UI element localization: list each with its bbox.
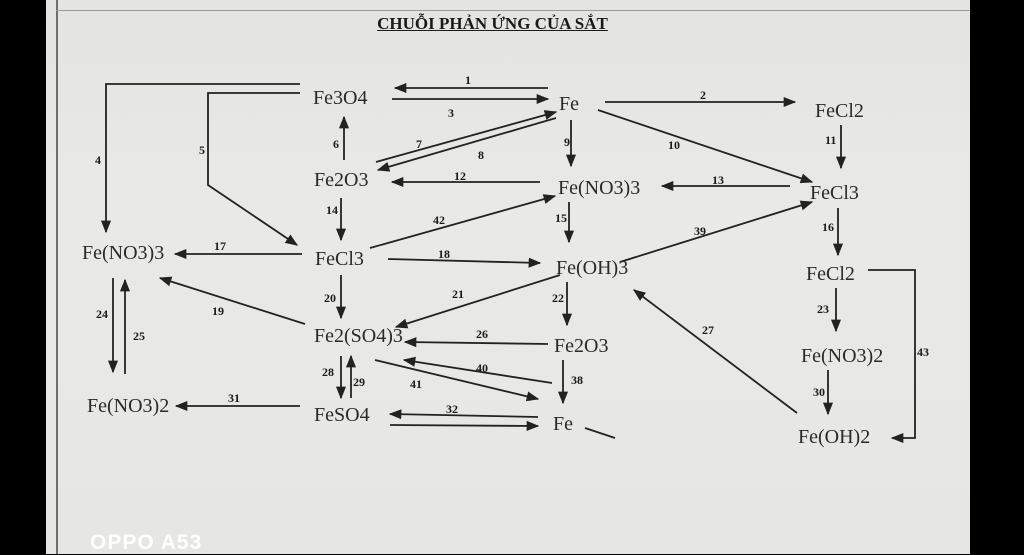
arrow-label: 17 (214, 239, 226, 253)
arrow-label: 38 (571, 373, 583, 387)
node-feso4: FeSO4 (314, 404, 370, 426)
arrow-label: 22 (552, 291, 564, 305)
arrow-label: 3 (448, 106, 454, 120)
diagram-title: CHUỖI PHẢN ỨNG CỦA SẮT (377, 14, 608, 33)
arrow-label: 6 (333, 137, 339, 151)
arrow-8 (376, 117, 557, 172)
arrow-label: 10 (668, 138, 680, 152)
arrow-label: 15 (555, 211, 567, 225)
node-fecl2-top: FeCl2 (815, 100, 864, 122)
arrow-label: 13 (712, 173, 724, 187)
arrow-label: 27 (702, 323, 714, 337)
arrow-26 (403, 337, 549, 348)
arrow-label: 7 (416, 137, 422, 151)
node-fe-bottom: Fe (553, 413, 573, 435)
arrow-label: 18 (438, 247, 450, 261)
arrow-40 (402, 356, 553, 384)
arrow-32-reverse (389, 420, 540, 431)
arrow-label: 11 (825, 133, 836, 147)
arrow-label: 29 (353, 375, 365, 389)
arrow-label: 41 (410, 377, 422, 391)
arrow-label: 39 (694, 224, 706, 238)
arrow-label: 32 (446, 402, 458, 416)
node-fecl3-right: FeCl3 (810, 182, 859, 204)
arrow-21 (394, 274, 561, 329)
node-fe3o4: Fe3O4 (313, 87, 367, 109)
arrow-label: 25 (133, 329, 145, 343)
arrow-label: 9 (564, 135, 570, 149)
species-nodes: Fe3O4 Fe FeCl2 Fe2O3 Fe(NO3)3 FeCl3 Fe(N… (82, 87, 883, 448)
node-fe2so43: Fe2(SO4)3 (314, 325, 403, 347)
node-fe: Fe (559, 93, 579, 115)
arrow-label: 12 (454, 169, 466, 183)
arrow-label: 31 (228, 391, 240, 405)
arrow-label: 40 (476, 361, 488, 375)
arrow-label: 23 (817, 302, 829, 316)
arrow-label: 19 (212, 304, 224, 318)
node-feno33-left: Fe(NO3)3 (82, 242, 164, 264)
node-feoh2: Fe(OH)2 (798, 426, 870, 448)
arrow-label: 24 (96, 307, 108, 321)
arrow-label: 30 (813, 385, 825, 399)
monitor-screen (46, 0, 970, 554)
camera-watermark: OPPO A53 (90, 531, 203, 554)
arrow-label: 16 (822, 220, 834, 234)
arrow-label: 4 (95, 153, 101, 167)
frame-border-top (56, 10, 970, 11)
node-fecl2-right: FeCl2 (806, 263, 855, 285)
arrow-label: 26 (476, 327, 488, 341)
arrow-43 (868, 269, 916, 444)
arrow-39 (619, 200, 814, 263)
arrow-label: 8 (478, 148, 484, 162)
arrow-5 (207, 92, 300, 246)
node-fe2o3-b: Fe2O3 (554, 335, 608, 357)
arrow-41 (374, 359, 540, 402)
arrow-18 (387, 257, 542, 268)
arrow-label: 21 (452, 287, 464, 301)
arrow-label: 28 (322, 365, 334, 379)
arrow-label: 5 (199, 143, 205, 157)
node-fecl3-mid: FeCl3 (315, 248, 364, 270)
arrow-lines (100, 82, 916, 444)
arrow-label: 43 (917, 345, 929, 359)
node-feno32-left: Fe(NO3)2 (87, 395, 169, 417)
arrow-label: 1 (465, 73, 471, 87)
arrow-42 (369, 194, 557, 249)
arrow-32 (388, 409, 539, 420)
node-feno32-right: Fe(NO3)2 (801, 345, 883, 367)
arrow-label: 20 (324, 291, 336, 305)
arrow-label: 42 (433, 213, 445, 227)
arrow-label: 2 (700, 88, 706, 102)
arrow-27 (632, 289, 798, 414)
frame-border (56, 0, 58, 554)
node-fe2o3-a: Fe2O3 (314, 169, 368, 191)
arrow-7 (375, 110, 558, 163)
arrow-label: 14 (326, 203, 338, 217)
stroke-mark (584, 427, 616, 439)
arrow-10 (597, 109, 814, 184)
arrow-4 (100, 83, 300, 234)
arrow-19 (158, 276, 306, 325)
node-feoh3: Fe(OH)3 (556, 257, 628, 279)
node-feno33-mid: Fe(NO3)3 (558, 177, 640, 199)
arrow-numbers: 1 2 3 4 5 6 7 8 9 10 11 12 13 14 15 16 1… (95, 73, 929, 416)
